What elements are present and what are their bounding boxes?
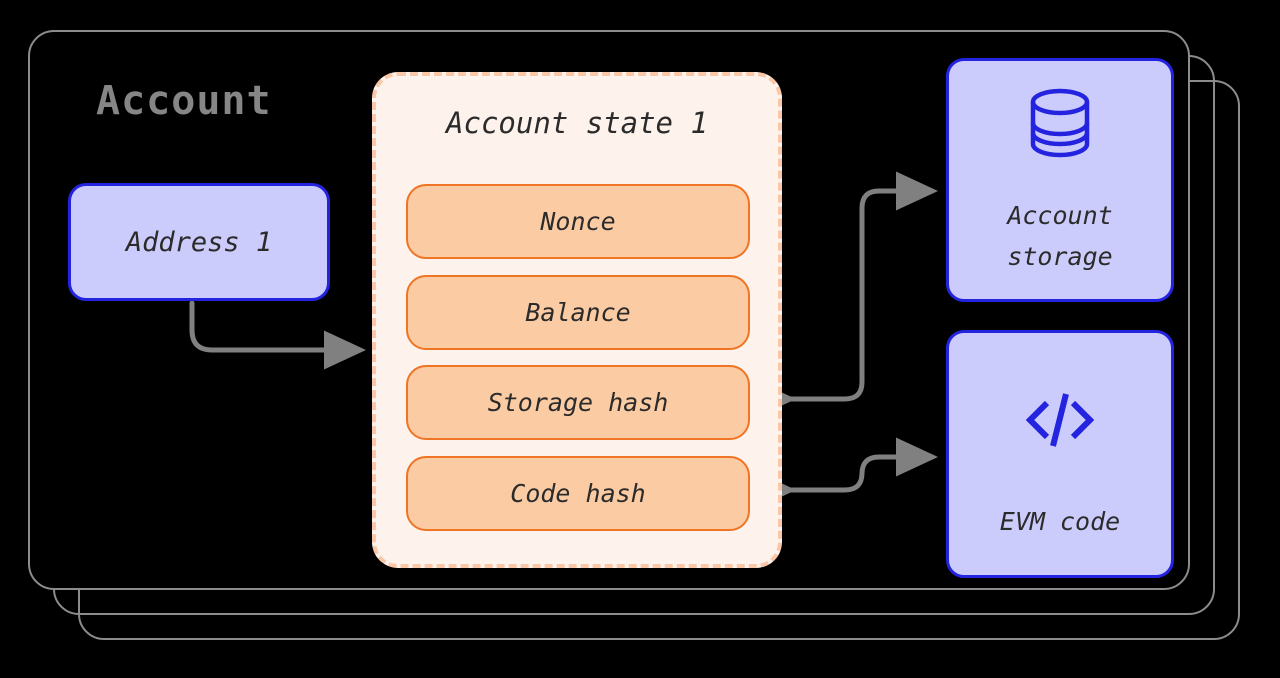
- code-brackets-icon: [949, 389, 1171, 451]
- account-storage-label-line2: storage: [1007, 242, 1113, 271]
- account-state-container: Account state 1 Nonce Balance Storage ha…: [372, 72, 782, 568]
- account-storage-label-line1: Account: [1007, 201, 1113, 230]
- evm-code-label: EVM code: [949, 501, 1171, 542]
- arrow-code-hash-evm-code: [754, 437, 939, 510]
- account-storage-label: Account storage: [949, 195, 1171, 277]
- database-icon: [949, 87, 1171, 159]
- field-label: Code hash: [510, 479, 646, 508]
- account-state-field-balance[interactable]: Balance: [406, 275, 750, 350]
- address-node[interactable]: Address 1: [68, 183, 330, 301]
- account-state-field-storage-hash[interactable]: Storage hash: [406, 365, 750, 440]
- account-title: Account: [96, 78, 272, 124]
- arrow-storage-hash-account-storage: [754, 171, 939, 419]
- field-label: Balance: [525, 298, 631, 327]
- evm-code-label-line1: EVM code: [999, 507, 1121, 536]
- field-label: Storage hash: [487, 388, 669, 417]
- address-label: Address 1: [125, 226, 273, 258]
- account-state-title: Account state 1: [446, 106, 708, 140]
- account-state-field-code-hash[interactable]: Code hash: [406, 456, 750, 531]
- account-state-field-nonce[interactable]: Nonce: [406, 184, 750, 259]
- arrow-address-to-state: [189, 300, 367, 370]
- evm-code-node[interactable]: EVM code: [946, 330, 1174, 578]
- field-label: Nonce: [540, 207, 616, 236]
- account-storage-node[interactable]: Account storage: [946, 58, 1174, 302]
